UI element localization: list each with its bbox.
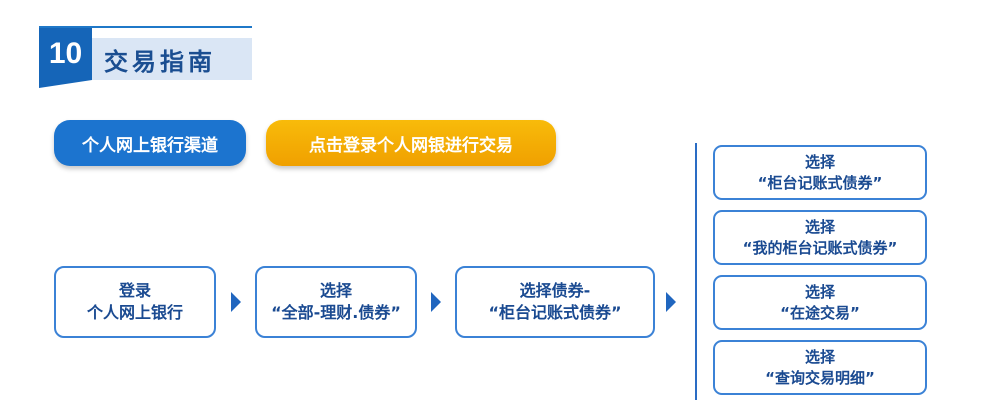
arrow-right-icon	[431, 292, 441, 312]
step-login-line2: 个人网上银行	[86, 303, 183, 322]
option-line1: 选择	[804, 347, 835, 366]
option-line2: “我的柜台记账式债券”	[742, 238, 898, 257]
section-number: 10	[39, 28, 92, 80]
arrow-right-icon	[231, 292, 241, 312]
option-counter-bond: 选择 “柜台记账式债券”	[713, 145, 927, 200]
step-login: 登录 个人网上银行	[54, 266, 216, 338]
instruction-label: 点击登录个人网银进行交易	[266, 120, 556, 166]
option-line1: 选择	[804, 217, 835, 236]
channel-label: 个人网上银行渠道	[54, 120, 246, 166]
step-login-line1: 登录	[118, 281, 151, 300]
option-line1: 选择	[804, 282, 835, 301]
step-select-wealth: 选择 “全部-理财.债券”	[255, 266, 417, 338]
arrow-right-icon	[666, 292, 676, 312]
section-number-tail	[39, 80, 92, 88]
option-line2: “在途交易”	[780, 303, 860, 322]
header-rule	[39, 26, 252, 28]
option-my-counter-bond: 选择 “我的柜台记账式债券”	[713, 210, 927, 265]
step-select-bond-line1: 选择债券-	[519, 281, 591, 300]
option-query-details: 选择 “查询交易明细”	[713, 340, 927, 395]
section-title: 交易指南	[92, 38, 252, 80]
step-select-wealth-line2: “全部-理财.债券”	[271, 303, 401, 322]
option-line2: “查询交易明细”	[765, 368, 875, 387]
option-line1: 选择	[804, 152, 835, 171]
step-select-bond: 选择债券- “柜台记账式债券”	[455, 266, 655, 338]
step-select-wealth-line1: 选择	[319, 281, 352, 300]
option-in-transit: 选择 “在途交易”	[713, 275, 927, 330]
branch-line	[695, 143, 697, 400]
option-line2: “柜台记账式债券”	[757, 173, 883, 192]
step-select-bond-line2: “柜台记账式债券”	[488, 303, 622, 322]
